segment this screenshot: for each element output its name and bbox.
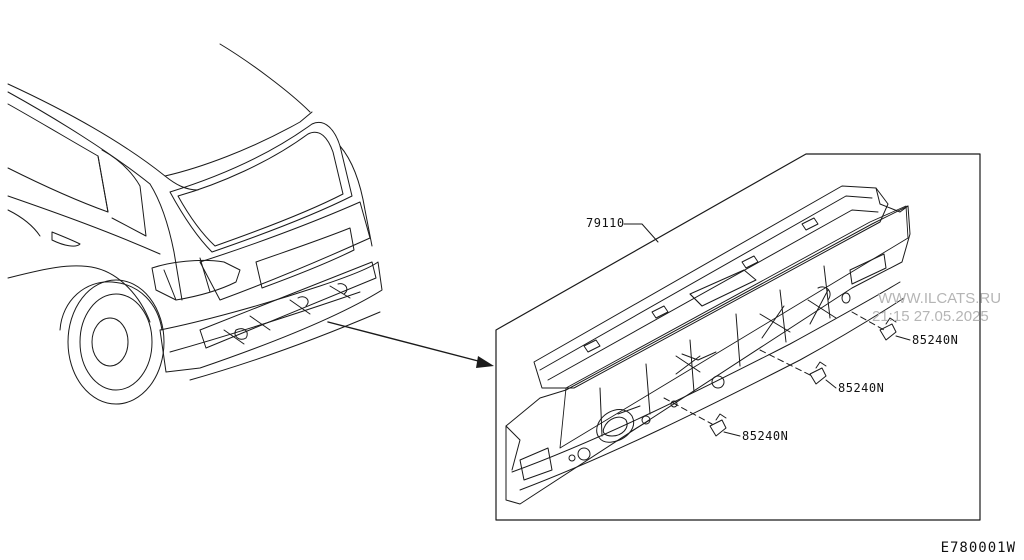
callout-arrow — [328, 322, 494, 368]
leader-lines — [624, 224, 910, 436]
rear-panel-part-79110 — [506, 186, 910, 504]
figure-code: E780001W — [940, 540, 1016, 556]
label-85240n-3: 85240N — [742, 429, 789, 443]
vehicle-rear-illustration — [8, 44, 382, 404]
detail-frame — [496, 154, 980, 520]
label-85240n-2: 85240N — [838, 381, 885, 395]
watermark-site: WWW.ILCATS.RU — [878, 290, 1002, 307]
label-79110: 79110 — [586, 216, 625, 230]
clip-part-85240n-2 — [810, 362, 826, 384]
watermark-timestamp: 21:15 27.05.2025 — [872, 308, 989, 325]
dashed-guides — [664, 312, 884, 424]
clip-part-85240n-3 — [710, 414, 726, 436]
label-85240n-1: 85240N — [912, 333, 959, 347]
clip-part-85240n-1 — [880, 318, 896, 340]
